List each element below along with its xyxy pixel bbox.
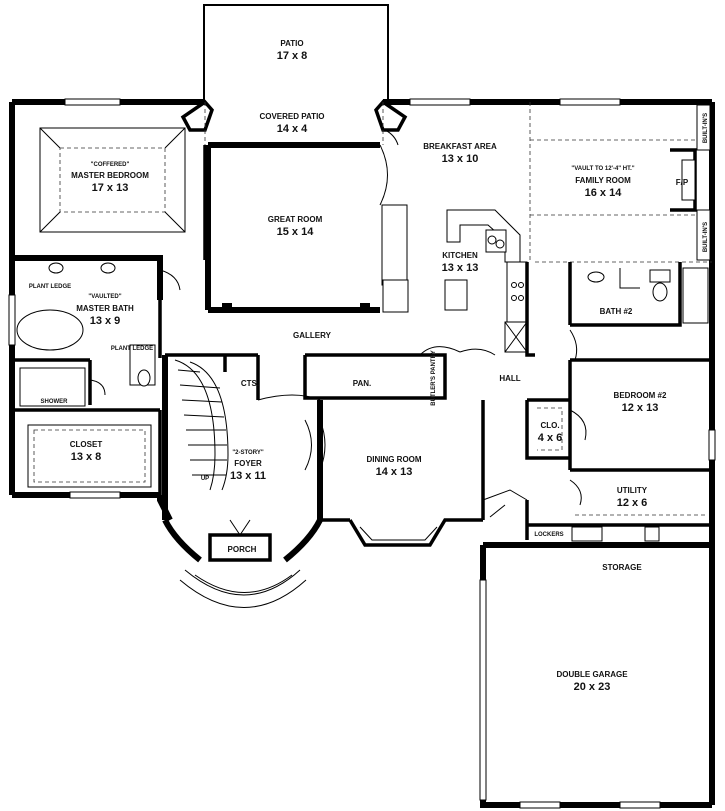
- cts-label: CTS.: [241, 379, 259, 388]
- svg-text:20 x 23: 20 x 23: [574, 681, 611, 693]
- family-room-label: "VAULT TO 12'-4" HT." FAMILY ROOM 16 x 1…: [571, 166, 634, 199]
- svg-text:FOYER: FOYER: [234, 459, 262, 468]
- butlers-pantry-label: BUTLER'S PANTRY: [431, 350, 437, 405]
- family-breakfast-walls: [529, 102, 712, 263]
- svg-text:13 x 8: 13 x 8: [71, 451, 102, 463]
- svg-text:CLOSET: CLOSET: [70, 440, 103, 449]
- svg-text:16 x 14: 16 x 14: [585, 187, 623, 199]
- dining-room-label: DINING ROOM 14 x 13: [366, 455, 421, 478]
- svg-text:"2-STORY": "2-STORY": [232, 450, 264, 456]
- central-walls: [158, 300, 496, 401]
- svg-text:KITCHEN: KITCHEN: [442, 251, 478, 260]
- up-label: UP: [201, 476, 209, 482]
- master-bedroom-label: "COFFERED" MASTER BEDROOM 17 x 13: [71, 162, 149, 194]
- great-room-label: GREAT ROOM 15 x 14: [268, 215, 323, 238]
- svg-text:13 x 13: 13 x 13: [442, 262, 479, 274]
- master-bath-label: "VAULTED" MASTER BATH 13 x 9: [76, 294, 134, 327]
- dining-walls: [320, 400, 528, 547]
- svg-text:CLO.: CLO.: [540, 421, 559, 430]
- svg-text:17 x 8: 17 x 8: [277, 50, 308, 62]
- svg-text:13 x 9: 13 x 9: [90, 315, 121, 327]
- breakfast-area-label: BREAKFAST AREA 13 x 10: [423, 142, 497, 165]
- pantry-label: PAN.: [353, 379, 372, 388]
- porch-label: PORCH: [228, 545, 257, 554]
- svg-text:12 x 13: 12 x 13: [622, 402, 659, 414]
- bedroom2-label: BEDROOM #2 12 x 13: [614, 391, 667, 414]
- gallery-label: GALLERY: [293, 331, 332, 340]
- hall-label: HALL: [499, 374, 520, 383]
- svg-text:13 x 11: 13 x 11: [230, 470, 266, 482]
- covered-patio-walls: [180, 99, 408, 145]
- patio-outline: [203, 4, 389, 99]
- great-room-walls: [205, 142, 409, 313]
- door-swings: [89, 129, 587, 518]
- storage-label: STORAGE: [602, 563, 642, 572]
- svg-text:UTILITY: UTILITY: [617, 486, 648, 495]
- closet-label: CLOSET 13 x 8: [70, 440, 103, 463]
- fireplace-label: F/P: [676, 178, 689, 187]
- svg-text:17 x 13: 17 x 13: [92, 182, 129, 194]
- svg-text:MASTER BEDROOM: MASTER BEDROOM: [71, 171, 149, 180]
- foyer-label: "2-STORY" FOYER 13 x 11: [230, 450, 266, 482]
- kitchen-label: KITCHEN 13 x 13: [442, 251, 479, 274]
- patio-label: PATIO 17 x 8: [277, 39, 308, 62]
- plant-ledge-label: PLANT LEDGE: [29, 284, 71, 290]
- svg-text:MASTER BATH: MASTER BATH: [76, 304, 134, 313]
- utility-label: UTILITY 12 x 6: [617, 486, 648, 509]
- svg-text:12 x 6: 12 x 6: [617, 497, 648, 509]
- svg-text:"VAULTED": "VAULTED": [88, 294, 121, 300]
- svg-text:FAMILY ROOM: FAMILY ROOM: [575, 176, 631, 185]
- kitchen: [444, 209, 535, 357]
- svg-text:14 x 4: 14 x 4: [277, 123, 308, 135]
- lockers-label: LOCKERS: [534, 532, 563, 538]
- windows: [8, 98, 716, 809]
- plant-ledge-label: PLANT LEDGE: [111, 346, 153, 352]
- svg-text:BREAKFAST AREA: BREAKFAST AREA: [423, 142, 497, 151]
- svg-text:"VAULT TO 12'-4" HT.": "VAULT TO 12'-4" HT.": [571, 166, 634, 172]
- svg-text:14 x 13: 14 x 13: [376, 466, 413, 478]
- bath2-label: BATH #2: [600, 307, 633, 316]
- covered-patio-label: COVERED PATIO 14 x 4: [259, 112, 324, 135]
- foyer-walls: [162, 355, 326, 608]
- master-bedroom-walls: [12, 127, 207, 300]
- built-ins-label: BUILT-IN'S: [703, 222, 709, 252]
- svg-text:4 x 6: 4 x 6: [538, 432, 562, 444]
- svg-text:13 x 10: 13 x 10: [442, 153, 479, 165]
- svg-text:COVERED PATIO: COVERED PATIO: [259, 112, 324, 121]
- svg-text:DINING ROOM: DINING ROOM: [366, 455, 421, 464]
- svg-text:GREAT ROOM: GREAT ROOM: [268, 215, 323, 224]
- shower-label: SHOWER: [41, 399, 69, 405]
- svg-text:DOUBLE GARAGE: DOUBLE GARAGE: [556, 670, 628, 679]
- built-ins-label: BUILT-IN'S: [703, 113, 709, 143]
- stair-treads: [177, 369, 227, 476]
- master-bath-walls: [12, 262, 162, 495]
- svg-text:"COFFERED": "COFFERED": [91, 162, 130, 168]
- closet2-label: CLO. 4 x 6: [538, 421, 562, 444]
- double-garage-label: DOUBLE GARAGE 20 x 23: [556, 670, 628, 693]
- svg-text:15 x 14: 15 x 14: [277, 226, 315, 238]
- svg-text:PATIO: PATIO: [280, 39, 303, 48]
- right-wing-walls: [525, 262, 712, 542]
- svg-text:BEDROOM #2: BEDROOM #2: [614, 391, 667, 400]
